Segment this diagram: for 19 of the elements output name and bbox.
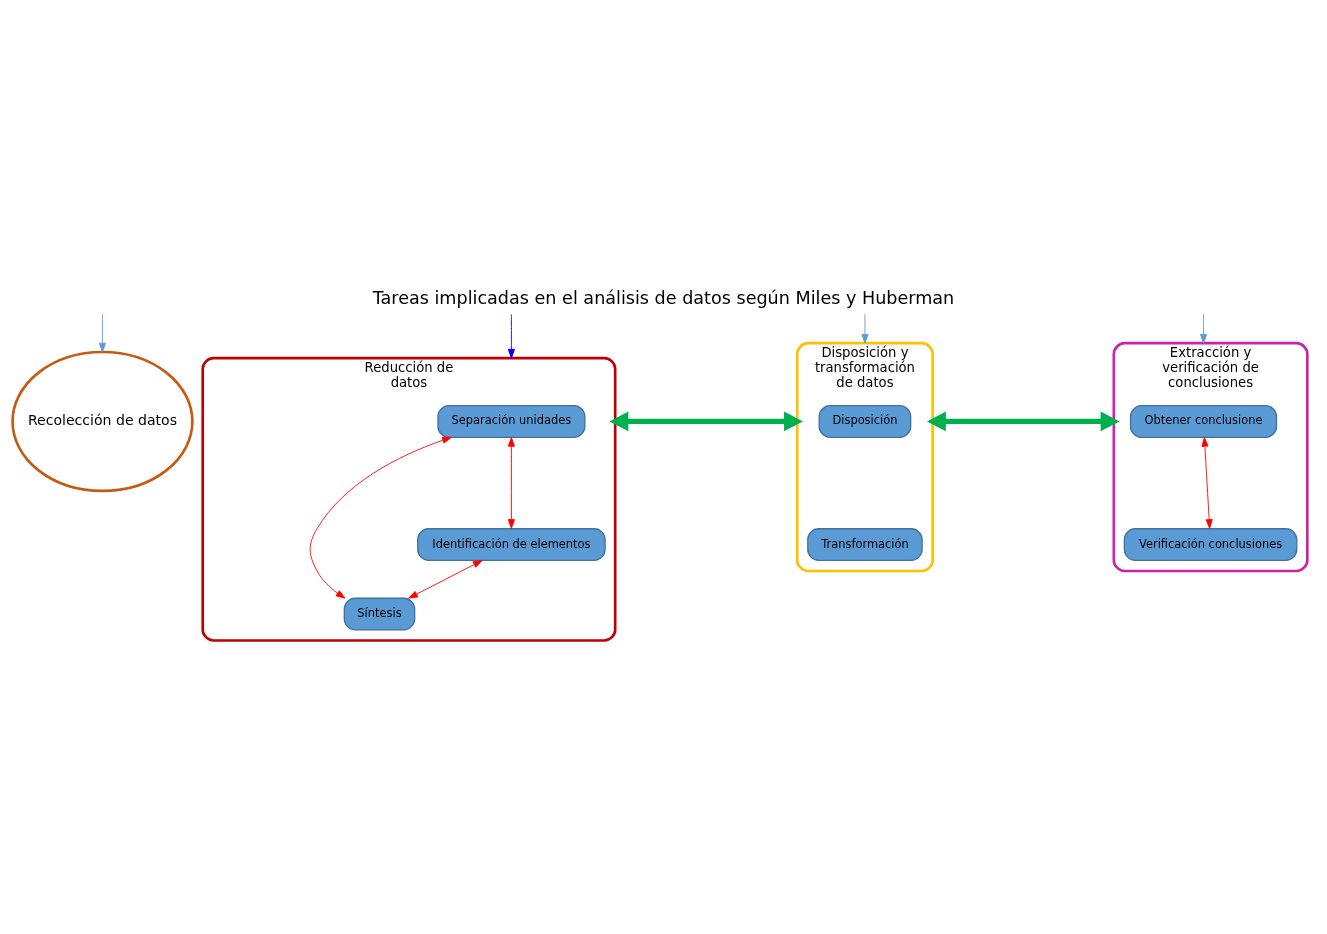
- arrow: [927, 411, 1120, 432]
- arrow: [861, 313, 869, 344]
- node-box: Separación unidades: [437, 404, 586, 438]
- arrow: [609, 411, 803, 432]
- arrow: [507, 437, 515, 529]
- node-box: Transformación: [807, 528, 923, 562]
- arrow: [98, 313, 106, 353]
- arrow: [309, 436, 452, 599]
- diagram-title: Tareas implicadas en el análisis de datos según Miles y Huberman: [372, 288, 955, 309]
- arrow: [1201, 437, 1213, 529]
- arrow: [408, 560, 483, 599]
- node-box: Identificación de elementos: [417, 528, 606, 562]
- node-box: Síntesis: [343, 597, 416, 631]
- arrow: [1200, 313, 1208, 344]
- arrow: [507, 313, 515, 359]
- node-box: Disposición: [818, 404, 912, 438]
- node-box: Verificación conclusiones: [1123, 528, 1298, 562]
- node-box: Obtener conclusione: [1129, 404, 1278, 438]
- node-ellipse: Recolección de datos: [11, 350, 194, 493]
